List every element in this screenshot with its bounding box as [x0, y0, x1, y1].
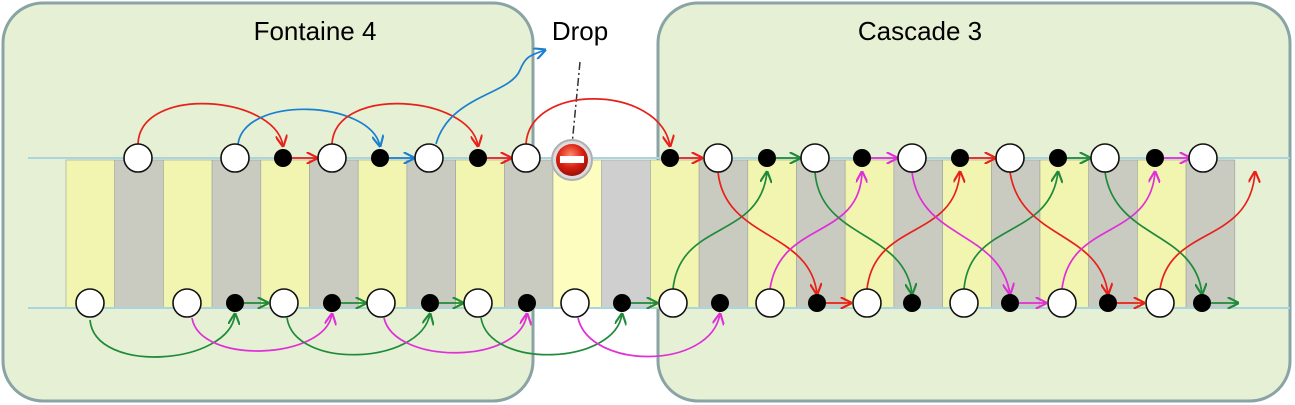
no-entry-icon — [551, 139, 593, 181]
frame-node-filled — [469, 149, 487, 167]
timeline-band — [844, 159, 895, 309]
timeline-band — [309, 159, 359, 309]
frame-node-filled — [808, 294, 826, 312]
timeline-band — [698, 159, 749, 309]
timeline-band — [114, 159, 164, 309]
frame-node-open — [75, 288, 105, 318]
timeline-band — [552, 159, 603, 309]
frame-node-open — [1090, 143, 1120, 173]
flow-arrow — [717, 171, 817, 294]
flow-arrow — [1104, 171, 1202, 294]
arrow-layer — [89, 50, 1255, 358]
flow-arrow — [237, 108, 380, 146]
frame-node-open — [658, 288, 688, 318]
frame-node-open — [123, 143, 153, 173]
frame-node-open — [1188, 143, 1218, 173]
flow-arrow — [911, 171, 1010, 294]
frame-node-filled — [518, 294, 536, 312]
frame-node-open — [1047, 288, 1077, 318]
flow-arrow — [769, 172, 862, 290]
frame-node-filled — [274, 149, 292, 167]
timeline-band — [1039, 159, 1090, 309]
timeline-band — [65, 159, 116, 309]
flow-arrow — [191, 314, 332, 352]
flow-arrow — [1009, 171, 1108, 294]
timeline-band — [163, 159, 213, 309]
timeline-band — [406, 159, 456, 309]
timeline-band — [455, 159, 505, 309]
flow-arrow — [480, 314, 622, 356]
frame-node-filled — [661, 149, 679, 167]
timeline-band — [503, 159, 554, 309]
frame-node-filled — [853, 149, 871, 167]
flow-arrow — [89, 314, 235, 358]
frame-node-filled — [371, 149, 389, 167]
frame-node-open — [317, 143, 347, 173]
timeline-band — [601, 159, 651, 309]
right-region-title: Cascade 3 — [858, 16, 982, 46]
frame-node-open — [463, 288, 493, 318]
frame-node-open — [366, 288, 396, 318]
frame-node-open — [755, 288, 785, 318]
flow-arrow — [1159, 172, 1255, 290]
timeline-band — [796, 159, 846, 309]
frame-node-open — [414, 143, 444, 173]
flow-arrow — [1061, 172, 1155, 290]
flow-arrow — [331, 102, 478, 146]
timeline-band — [893, 159, 943, 309]
flow-arrow — [577, 314, 720, 358]
frame-node-open — [800, 143, 830, 173]
frame-node-filled — [1099, 294, 1117, 312]
frame-node-filled — [1049, 149, 1067, 167]
frame-node-open — [269, 288, 299, 318]
frame-node-open — [897, 143, 927, 173]
frame-node-open — [511, 143, 541, 173]
frame-node-open — [172, 288, 202, 318]
frame-node-open — [560, 288, 590, 318]
drop-label: Drop — [552, 16, 608, 46]
flow-arrow — [435, 50, 545, 145]
frame-node-filled — [226, 294, 244, 312]
timeline-band — [211, 159, 262, 309]
frame-node-filled — [903, 294, 921, 312]
timeline-band — [357, 159, 408, 309]
flow-arrow — [525, 98, 670, 146]
frame-node-filled — [951, 149, 969, 167]
node-layer — [75, 143, 1218, 318]
timeline-band — [942, 159, 992, 309]
frame-node-open — [220, 143, 250, 173]
frame-node-filled — [323, 294, 341, 312]
left-region-title: Fontaine 4 — [254, 16, 377, 46]
timeline-band — [260, 159, 310, 309]
timeline-band — [1088, 159, 1138, 309]
flow-arrow — [866, 172, 960, 290]
flow-arrow — [963, 172, 1058, 290]
timeline-band — [1137, 159, 1187, 309]
frame-node-filled — [613, 294, 631, 312]
frame-node-filled — [1193, 294, 1211, 312]
frame-node-filled — [1001, 294, 1019, 312]
flow-arrow — [672, 172, 767, 290]
frame-node-filled — [711, 294, 729, 312]
flow-arrow — [383, 314, 527, 354]
frame-node-filled — [421, 294, 439, 312]
timeline-band — [747, 159, 797, 309]
frame-node-open — [949, 288, 979, 318]
frame-node-open — [703, 143, 733, 173]
frame-node-open — [995, 143, 1025, 173]
timeline-band — [650, 159, 700, 309]
frame-node-open — [1145, 288, 1175, 318]
flow-arrow — [137, 102, 283, 146]
frame-node-filled — [1146, 149, 1164, 167]
timeline-band — [990, 159, 1041, 309]
flow-arrow — [286, 314, 430, 356]
frame-node-open — [852, 288, 882, 318]
frame-node-filled — [758, 149, 776, 167]
flow-arrow — [814, 171, 912, 294]
drop-leader-line — [571, 61, 581, 146]
